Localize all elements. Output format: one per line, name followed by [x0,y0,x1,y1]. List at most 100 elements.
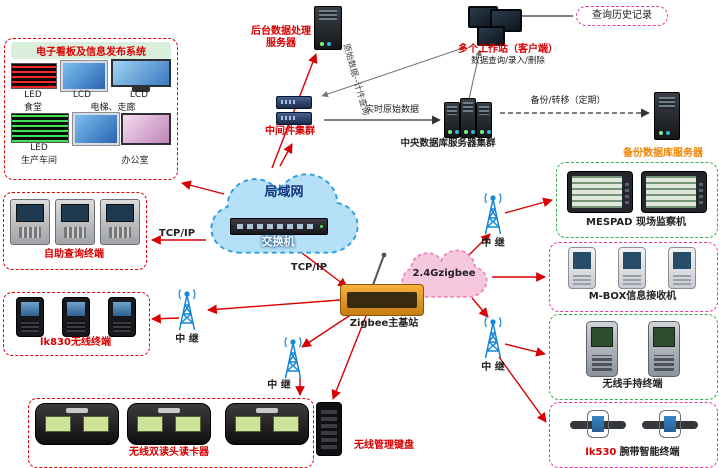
arrow-zcloud-to-relay3 [467,233,491,257]
wireless-terminal-icon [648,321,680,377]
led-screen-icon [11,113,69,143]
backup-db-server-icon [654,92,680,140]
workstations-sublabel: 数据查询/录入/删除 [471,56,545,66]
lk830-group: lk830无线终端 [3,292,150,356]
mbox-receiver-icon [568,247,596,289]
line-central-to-workstations [468,49,482,100]
kiosk-group: 自助查询终端 [3,192,147,270]
zigbee-cloud-label: 2.4Gzigbee [412,268,476,279]
handheld-group: 无线手持终端 [549,314,718,400]
arrow-zcloud-to-relay4 [471,297,489,318]
management-keyboard-label: 无线管理键盘 [354,440,414,451]
arrow-relay3-to-mespad [504,197,553,214]
mbox-receiver-icon [618,247,646,289]
screen-label: LCD [129,90,149,100]
mespad-tablet-icon [641,171,707,213]
arrow-relay4-to-handheld [504,343,546,357]
arrow-lan-to-backend [271,53,318,169]
relay-antenna-icon [284,337,302,379]
mbox-label: M-BOX信息接收机 [588,291,677,302]
lan-label: 局域网 [264,185,304,200]
middleware-cluster-icon [276,96,312,128]
central-db-label: 中央数据库服务器集群 [400,138,496,149]
handheld-terminal-icon [108,297,136,337]
lcd-monitor-icon [111,59,171,87]
lk830-label: lk830无线终端 [40,337,111,348]
kiosk-label: 自助查询终端 [44,249,104,260]
wristband-terminal-icon [642,409,698,441]
handheld-terminal-icon [62,297,90,337]
arrow-base-to-relay1 [207,299,341,315]
central-db-server-icon [460,98,476,138]
backend-server-icon [314,6,342,50]
realtime-data-label: 实时原始数据 [364,105,419,115]
zigbee-base-label: Zigbee主基站 [349,318,419,329]
handheld-label: 无线手持终端 [602,379,663,390]
screen-label: LED [24,90,42,100]
arrow-base-to-relay2 [301,313,353,348]
backup-transfer-label: 备份/转移（定期） [530,96,606,106]
screen-label: LED [30,143,48,153]
lcd-screen-icon [121,113,171,145]
kiosk-terminal-icon [10,199,50,245]
arrow-lan-to-eboard [181,180,225,195]
screen-label: LCD [72,90,92,100]
backup-db-label: 备份数据库服务器 [623,148,703,159]
relay-label: 中 继 [481,362,505,373]
eboard-title: 电子看板及信息发布系统 [11,42,171,59]
wireless-terminal-icon [586,321,618,377]
lk530-group: lk530 腕带智能终端 [549,402,718,468]
lcd-screen-icon [73,113,119,145]
middleware-unit-icon [276,112,312,125]
relay-antenna-icon [484,193,502,235]
workstation-monitor-icon [477,26,505,46]
zigbee-base-antenna-icon [372,252,387,286]
led-screen-icon [11,63,57,89]
screen-caption: 电梯、走廊 [90,103,136,113]
screen-caption: 食堂 [23,103,42,113]
kiosk-terminal-icon [55,199,95,245]
arrow-base-to-keyboard [331,315,367,400]
lk530-label: 腕带智能终端 [619,447,680,458]
card-reader-icon [35,403,119,445]
lcd-screen-icon [61,61,107,91]
middleware-label: 中间件集群 [265,126,315,137]
relay-antenna-icon [484,317,502,359]
handheld-terminal-icon [16,297,44,337]
card-reader-icon [127,403,211,445]
relay-label: 中 继 [175,334,199,345]
central-db-server-icon [476,102,492,138]
tcpip-bottom-label: TCP/IP [290,262,328,273]
lk530-label-row: lk530 腕带智能终端 [550,447,715,459]
history-record-box: 查询历史记录 [576,6,668,26]
workstations-label: 多个工作站（客户端） [458,44,558,55]
management-keyboard-icon [316,402,342,456]
arrow-lan-to-zigbee-base [301,252,348,288]
screen-caption: 生产车间 [20,156,57,166]
arrow-relay1-to-lk830 [151,313,180,324]
relay-label: 中 继 [267,380,291,391]
arrow-lan-to-middleware [279,143,293,167]
mespad-group: MESPAD 现场监察机 [556,162,718,238]
zigbee-base-icon [340,284,424,316]
tcpip-left-label: TCP/IP [158,228,196,239]
mespad-label: MESPAD 现场监察机 [586,217,686,228]
mbox-group: M-BOX信息接收机 [549,242,718,312]
wristband-terminal-icon [570,409,626,441]
arrow-relay4-to-lk530 [498,356,547,423]
card-reader-label: 无线双读头读卡器 [129,447,209,458]
mespad-tablet-icon [567,171,633,213]
relay-antenna-icon [178,289,196,331]
mbox-receiver-icon [668,247,696,289]
lk530-model: lk530 [585,447,617,458]
switch-icon [230,218,328,235]
screen-caption: 办公室 [121,156,149,166]
card-reader-icon [225,403,309,445]
middleware-unit-icon [276,96,312,109]
switch-label: 交换机 [261,235,295,248]
relay-label: 中 继 [481,238,505,249]
line-workstations-to-middleware [321,46,467,98]
eboard-group: 电子看板及信息发布系统 LED LCD LCD 食堂 电梯、走廊 LED 生产车… [4,38,178,180]
